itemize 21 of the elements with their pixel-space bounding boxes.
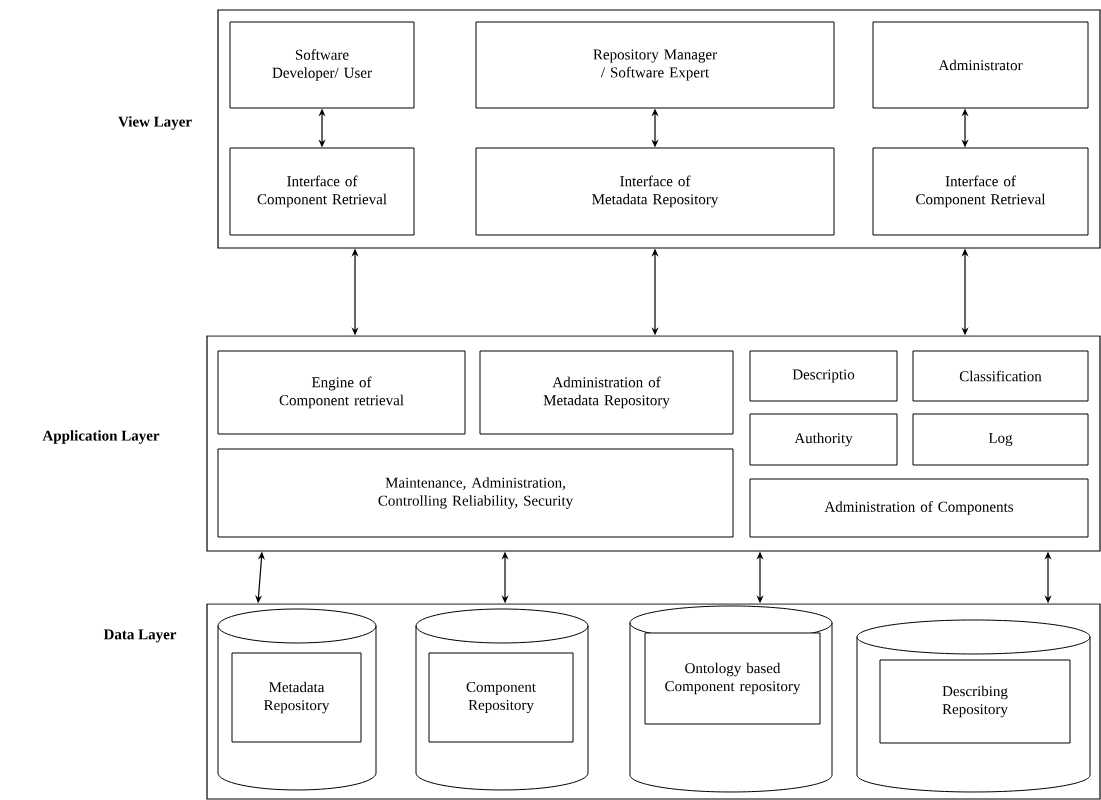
layer-label: Data Layer (103, 629, 177, 643)
layer-label: View Layer (118, 116, 192, 130)
text-box: Metadata Repository (231, 652, 362, 743)
text-box: Component Repository (428, 652, 574, 743)
text-box: Interface of Component Retrieval (872, 147, 1089, 236)
text-box: Engine of Component retrieval (217, 350, 466, 435)
text-box: Repository Manager / Software Expert (475, 21, 835, 109)
text-box: Administration of Metadata Repository (479, 350, 734, 435)
text-box: Administration of Components (749, 478, 1089, 538)
text-box: Ontology based Component repository (644, 632, 821, 725)
text-box: Maintenance, Administration, Controlling Reliability, Security (217, 448, 734, 538)
text-box: Log (912, 413, 1089, 466)
text-box: Authority (749, 413, 898, 466)
text-box: Classification (912, 350, 1089, 402)
text-box: Interface of Metadata Repository (475, 147, 835, 236)
layer-label: Application Layer (42, 430, 160, 444)
text-box: Administrator (872, 21, 1089, 109)
text-box: Software Developer/ User (229, 21, 415, 109)
text-box: Descriptio (749, 350, 898, 402)
text-box: Describing Repository (879, 659, 1071, 744)
text-box: Interface of Component Retrieval (229, 147, 415, 236)
